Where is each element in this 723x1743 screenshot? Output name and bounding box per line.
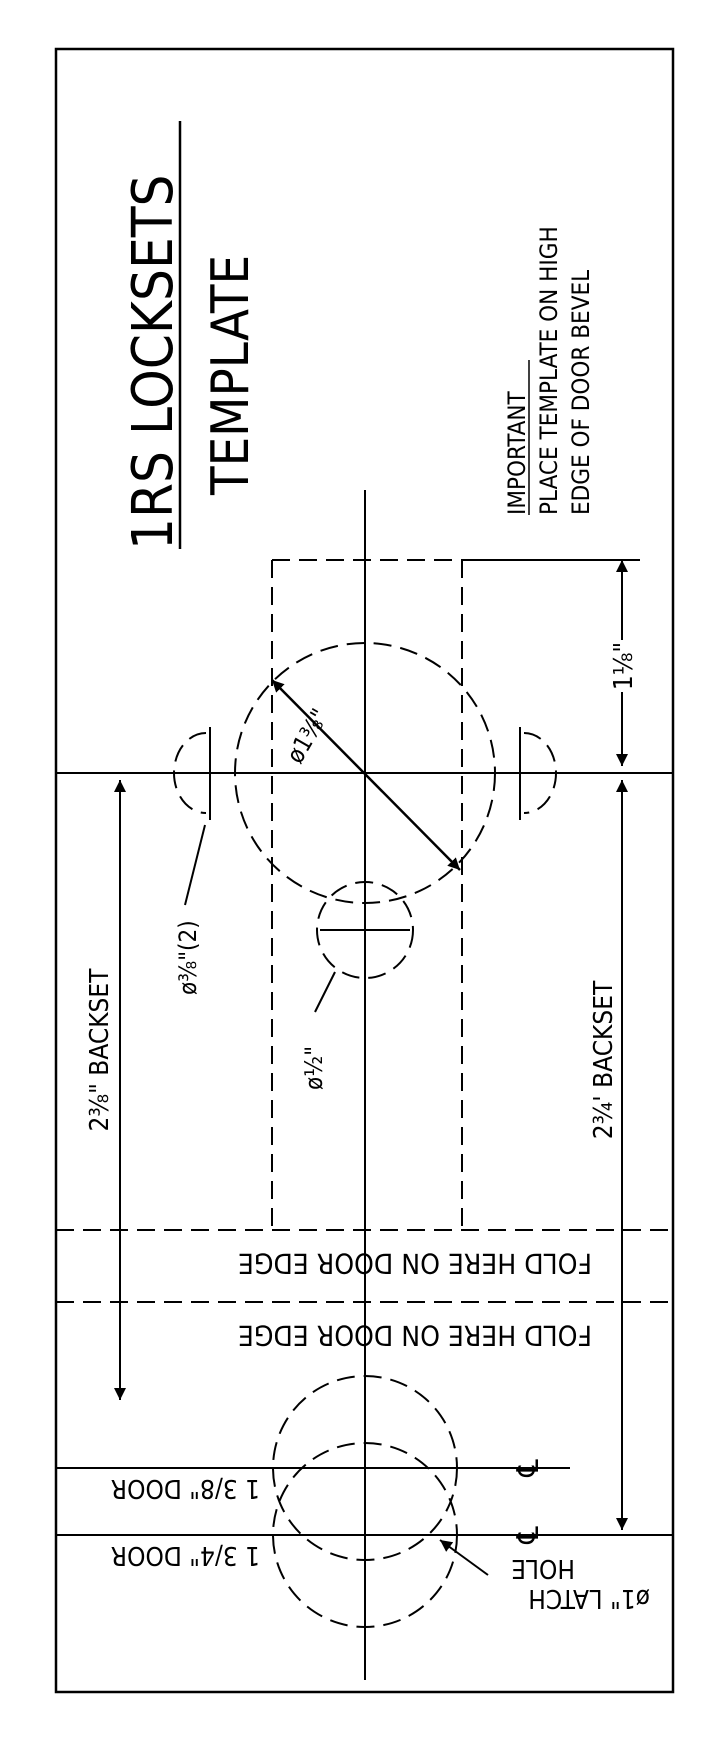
fold-label-1: FOLD HERE ON DOOR EDGE [238,1247,592,1280]
latch-hole-label-line-1: ø1" LATCH [528,1583,650,1613]
backset-top-label: 2⅜" BACKSET [85,968,115,1132]
latch-hole-label-line-2: HOLE [511,1553,575,1583]
half-hole-label: ø½" [300,1046,328,1090]
template-title: 1RS LOCKSETS [121,174,186,550]
latch-hole-leader [439,1539,489,1576]
title-block: 1RS LOCKSETS TEMPLATE [121,121,261,550]
door-1-3-8-label: 1 3/8" DOOR [111,1473,260,1503]
template-border [54,47,675,1694]
important-line-2: EDGE OF DOOR BEVEL [567,270,595,515]
half-hole-leader [314,971,336,1013]
backset-bottom-label: 2¾' BACKSET [589,980,619,1139]
important-heading: IMPORTANT [503,391,531,515]
template-subtitle: TEMPLATE [201,255,261,496]
important-notice: IMPORTANT PLACE TEMPLATE ON HIGH EDGE OF… [503,226,595,515]
door-1-3-4-label: 1 3/4" DOOR [111,1540,260,1570]
latch-hole-circles [272,1375,458,1628]
small-holes-label: ø⅜"(2) [174,920,202,995]
width-dimension-label: 1⅛" [609,642,639,690]
small-holes-leader [184,824,206,906]
small-hole-ticks [209,727,521,820]
fold-lines [56,1229,673,1303]
centerline-symbol-1: ℄ [511,1459,546,1478]
fold-label-2: FOLD HERE ON DOOR EDGE [238,1319,592,1352]
important-line-1: PLACE TEMPLATE ON HIGH [535,226,563,515]
main-bore-diameter-arrow [271,679,461,871]
main-bore-circle [234,642,496,904]
small-holes [173,732,557,814]
centerline-symbol-2: ℄ [511,1526,546,1545]
edge-prep-outline [271,559,463,1230]
half-inch-hole [316,881,414,979]
